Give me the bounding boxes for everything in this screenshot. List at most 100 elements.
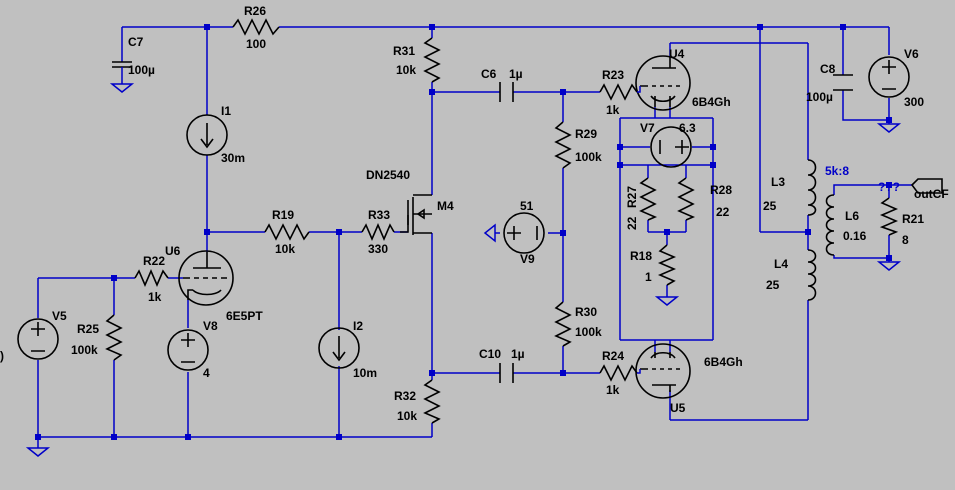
resistor-r25-ref: R25 [77, 322, 99, 336]
resistor-r27: R27 22 [625, 177, 658, 230]
ground-c7 [109, 83, 135, 93]
resistor-r31-ref: R31 [393, 44, 415, 58]
capacitor-c6: C6 1µ [481, 67, 523, 102]
resistor-r23: R23 1k [599, 68, 638, 117]
voltage-source-v8: V8 4 [167, 319, 218, 380]
tube-u6-model: 6E5PT [226, 309, 263, 323]
net-label-outcf: outCF [914, 187, 949, 201]
capacitor-c6-value: 1µ [509, 67, 523, 81]
ground-r21 [876, 261, 902, 271]
voltage-source-v9-value: 51 [520, 199, 534, 213]
resistor-r24: R24 1k [599, 349, 638, 397]
voltage-source-v6-value: 300 [904, 95, 924, 109]
tube-u6: U6 6E5PT [165, 244, 263, 323]
resistor-r26-value: 100 [246, 37, 266, 51]
resistor-r28-value: 22 [716, 205, 730, 219]
resistor-r27-value: 22 [625, 216, 639, 230]
current-source-i2-value: 10m [353, 366, 377, 380]
capacitor-c8-value: 100µ [806, 90, 833, 104]
tube-u5-ref: U5 [670, 401, 686, 415]
current-source-i1: I1 30m [186, 104, 245, 165]
capacitor-c8: C8 100µ [806, 62, 853, 104]
ground-main [25, 447, 51, 457]
resistor-r31-value: 10k [396, 63, 416, 77]
resistor-r30-ref: R30 [575, 305, 597, 319]
tube-u4-model: 6B4Gh [692, 95, 731, 109]
capacitor-c10: C10 1µ [479, 347, 525, 383]
resistor-r24-value: 1k [606, 383, 620, 397]
tube-u4: U4 6B4Gh [635, 47, 731, 111]
resistor-r30-value: 100k [575, 325, 602, 339]
resistor-r26-ref: R26 [244, 4, 266, 18]
voltage-source-v8-ref: V8 [203, 319, 218, 333]
inductor-l6-value: 0.16 [843, 229, 867, 243]
inductor-l4-value: 25 [766, 278, 780, 292]
ground-r18 [654, 296, 680, 306]
ground-symbols [25, 83, 902, 457]
capacitor-c10-ref: C10 [479, 347, 501, 361]
current-source-i2: I2 10m [318, 319, 377, 380]
resistor-r18: R18 1 [630, 244, 677, 286]
voltage-source-v5-ref: V5 [52, 309, 67, 323]
resistor-r23-ref: R23 [602, 68, 624, 82]
ground-v6 [876, 123, 902, 133]
resistor-r27-ref: R27 [625, 186, 639, 208]
resistor-r21-value: 8 [902, 233, 909, 247]
mosfet-m4: DN2540 M4 [366, 168, 454, 235]
voltage-source-v7-value: 6.3 [679, 121, 696, 135]
tube-u5: 6B4Gh U5 [635, 343, 743, 415]
voltage-source-v6: V6 300 [868, 47, 924, 109]
resistor-r29: R29 100k [554, 121, 602, 169]
resistor-r32-value: 10k [397, 409, 417, 423]
current-source-i1-ref: I1 [221, 104, 231, 118]
resistor-r30: R30 100k [554, 301, 602, 347]
resistor-r18-ref: R18 [630, 249, 652, 263]
capacitor-c7: C7 100µ [112, 35, 155, 84]
resistor-r33: R33 330 [361, 208, 395, 256]
capacitor-c7-ref: C7 [128, 35, 144, 49]
net-label-unknown: ??? [878, 180, 900, 194]
resistor-r29-ref: R29 [575, 127, 597, 141]
voltage-source-v7: V7 6.3 [640, 121, 696, 168]
voltage-source-v5: V5 [17, 309, 67, 360]
resistor-r25: R25 100k [71, 314, 123, 361]
tube-u6-ref: U6 [165, 244, 181, 258]
resistor-r21: R21 8 [879, 197, 924, 247]
resistor-r32: R32 10k [394, 379, 441, 424]
inductor-l4-ref: L4 [774, 257, 788, 271]
resistor-r31: R31 10k [393, 37, 441, 83]
capacitor-c6-ref: C6 [481, 67, 497, 81]
net-label-output: ??? outCF [878, 178, 949, 201]
edge-fragment: ) [0, 349, 4, 363]
capacitor-c8-ref: C8 [820, 62, 836, 76]
voltage-source-v9-ref: V9 [520, 252, 535, 266]
resistor-r22-value: 1k [148, 290, 162, 304]
resistor-r19: R19 10k [264, 208, 310, 256]
resistor-r26: R26 100 [232, 4, 280, 51]
voltage-source-v6-ref: V6 [904, 47, 919, 61]
junctions [35, 24, 892, 440]
inductor-l6-ref: L6 [845, 209, 859, 223]
resistor-r25-value: 100k [71, 343, 98, 357]
inductor-l3: L3 25 [763, 159, 817, 216]
resistor-r19-ref: R19 [272, 208, 294, 222]
resistor-r23-value: 1k [606, 103, 620, 117]
resistor-r22: R22 1k [134, 254, 169, 304]
resistor-r21-ref: R21 [902, 212, 924, 226]
wires [37, 26, 912, 448]
resistor-r22-ref: R22 [143, 254, 165, 268]
voltage-source-v8-value: 4 [203, 366, 210, 380]
inductor-l6: L6 0.16 [825, 194, 867, 256]
resistor-r18-value: 1 [645, 270, 652, 284]
resistor-r19-value: 10k [275, 242, 295, 256]
mosfet-m4-ref: M4 [437, 199, 454, 213]
inductor-l3-ref: L3 [771, 175, 785, 189]
voltage-source-v9: 51 V9 [503, 199, 545, 266]
voltage-source-v7-ref: V7 [640, 121, 655, 135]
resistor-r24-ref: R24 [602, 349, 624, 363]
resistor-r28-ref: R28 [710, 183, 732, 197]
inductor-l3-value: 25 [763, 199, 777, 213]
ground-v9 [483, 223, 496, 243]
tube-u4-ref: U4 [669, 47, 685, 61]
